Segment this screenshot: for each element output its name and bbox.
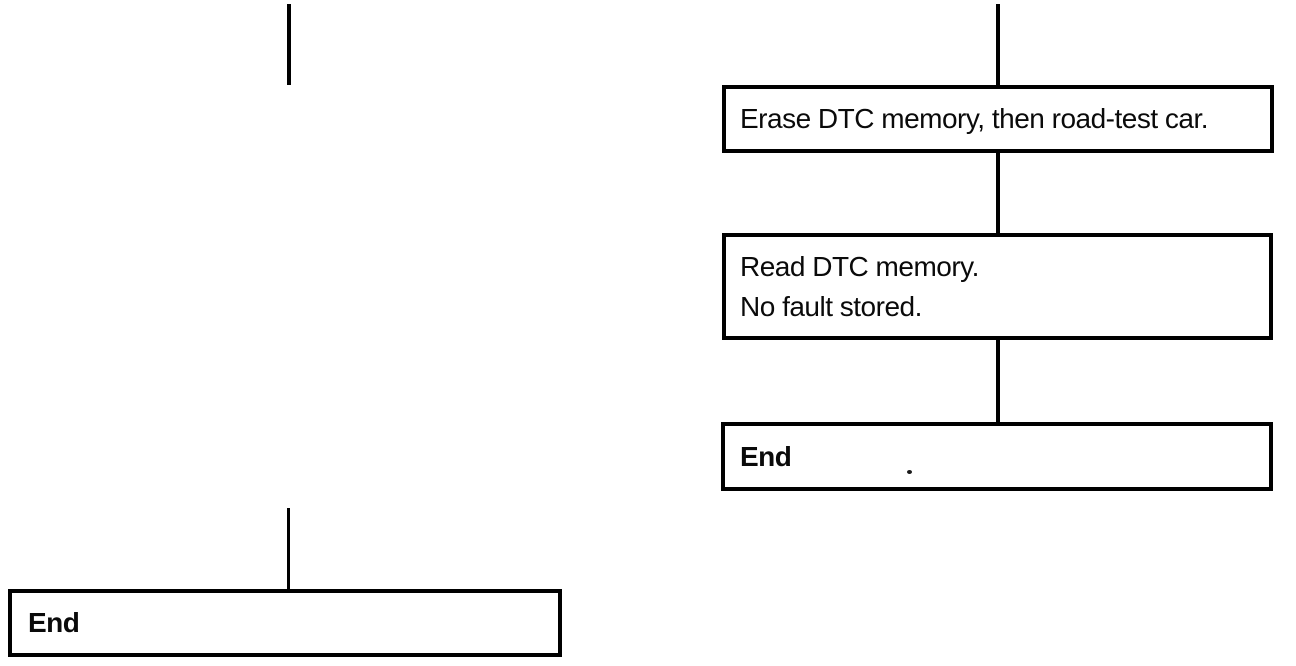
flow-step-erase-dtc-label: Erase DTC memory, then road-test car. — [740, 103, 1209, 134]
flow-step-erase-dtc: Erase DTC memory, then road-test car. — [722, 85, 1274, 153]
connector-line-bottom-left — [287, 508, 290, 590]
connector-line-top-left — [287, 4, 291, 85]
flow-step-read-dtc-line1: Read DTC memory. — [740, 250, 979, 282]
connector-line-erase-to-read — [996, 151, 1000, 234]
flow-step-end-left: End — [8, 589, 562, 657]
flow-step-end-left-label: End — [28, 607, 80, 638]
connector-line-read-to-end — [996, 339, 1000, 423]
flow-step-end-right-label: End — [740, 440, 792, 472]
flow-step-end-right: End — [721, 422, 1273, 491]
stray-ink-mark — [907, 470, 912, 474]
flow-step-read-dtc-line2: No fault stored. — [740, 290, 922, 322]
flow-step-read-dtc: Read DTC memory. No fault stored. — [722, 233, 1273, 340]
connector-line-top-right — [996, 4, 1000, 86]
